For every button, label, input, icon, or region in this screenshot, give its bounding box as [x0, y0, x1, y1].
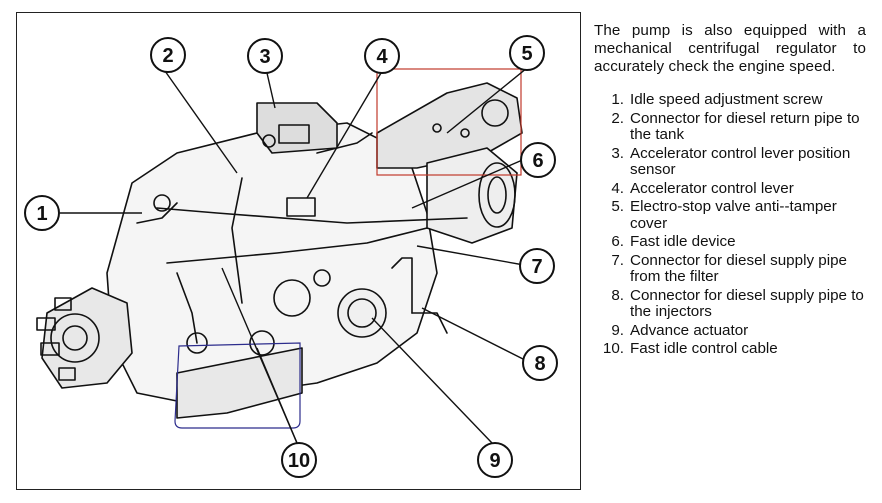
- description-panel: The pump is also equipped with a mechani…: [594, 22, 866, 360]
- callout-circle-1: [24, 195, 60, 231]
- callout-number: 8: [534, 353, 545, 375]
- callout-number: 6: [532, 150, 543, 172]
- callout-circle-3: [247, 38, 283, 74]
- legend-text: Fast idle device: [630, 233, 736, 251]
- callout-circle-4: [364, 38, 400, 74]
- legend-item: 4. Accelerator control lever: [594, 179, 866, 197]
- callout-number: 3: [259, 46, 270, 68]
- legend-item: 2. Connector for diesel return pipe to th…: [594, 109, 866, 144]
- legend-text: Accelerator control lever: [630, 179, 794, 197]
- legend-text: Idle speed adjustment screw: [630, 91, 823, 108]
- intro-paragraph: The pump is also equipped with a mechani…: [594, 22, 866, 75]
- callout-number: 10: [288, 450, 310, 472]
- legend-number: 7.: [611, 251, 624, 269]
- legend-number: 4.: [611, 179, 624, 197]
- callout-number: 5: [521, 43, 532, 65]
- legend-item: 8. Connector for diesel supply pipe to th…: [594, 286, 866, 321]
- legend-number: 6.: [611, 233, 624, 251]
- legend-item: 9. Advance actuator: [594, 321, 866, 339]
- legend-number: 3.: [611, 144, 624, 162]
- callout-number: 1: [36, 203, 47, 225]
- callout-circle-2: [150, 37, 186, 73]
- legend-text: Connector for diesel return pipe to the …: [630, 109, 860, 143]
- legend-item: 1. Idle speed adjustment screw: [594, 91, 866, 108]
- legend-number: 8.: [611, 286, 624, 304]
- callout-circle-5: [509, 35, 545, 71]
- legend-number: 1.: [611, 91, 624, 108]
- callout-number: 2: [162, 45, 173, 67]
- legend-number: 5.: [611, 198, 624, 216]
- legend-text: Advance actuator: [630, 321, 749, 339]
- legend-number: 9.: [611, 321, 624, 339]
- callout-number: 4: [376, 46, 388, 68]
- legend-number: 10.: [602, 340, 624, 358]
- callout-number: 7: [531, 256, 542, 278]
- legend-text: Electro-stop valve anti--tamper cover: [630, 198, 837, 232]
- callout-circle-9: [477, 442, 513, 478]
- legend-item: 3. Accelerator control lever position sen…: [594, 144, 866, 179]
- electro-stop-highlight: [376, 68, 522, 176]
- callout-number: 9: [489, 450, 500, 472]
- legend-item: 7. Connector for diesel supply pipe from …: [594, 251, 866, 286]
- legend-text: Connector for diesel supply pipe from th…: [630, 251, 847, 286]
- legend-item: 5. Electro-stop valve anti--tamper cover: [594, 198, 866, 232]
- callout-circle-7: [519, 248, 555, 284]
- pump-diagram: 1 2 3 4 5 6 7 8 9 10: [16, 12, 581, 490]
- parts-legend: 1. Idle speed adjustment screw 2. Connecto…: [594, 91, 866, 358]
- legend-number: 2.: [611, 109, 624, 127]
- callout-circle-10: [281, 442, 317, 478]
- legend-item: 10. Fast idle control cable: [594, 340, 866, 358]
- callout-circle-6: [520, 142, 556, 178]
- legend-item: 6. Fast idle device: [594, 233, 866, 251]
- pump-drawing: 1 2 3 4 5 6 7 8 9 10: [24, 35, 558, 478]
- legend-text: Fast idle control cable: [630, 340, 778, 358]
- callout-circle-8: [522, 345, 558, 381]
- fast-idle-cable-highlight: [174, 342, 301, 429]
- legend-text: Accelerator control lever position senso…: [630, 144, 851, 178]
- legend-text: Connector for diesel supply pipe to the …: [630, 286, 864, 321]
